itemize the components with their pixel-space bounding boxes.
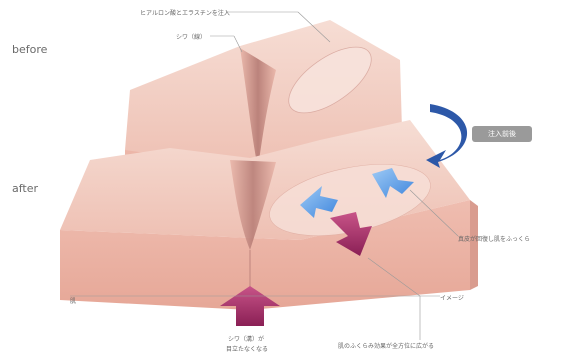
- bottom-right-annotation: 肌のふくらみ効果が全方位に広がる: [338, 341, 434, 350]
- after-side-face: [470, 200, 478, 290]
- after-label: after: [12, 182, 38, 195]
- status-badge: 注入前後: [472, 126, 532, 142]
- image-label: イメージ: [440, 293, 464, 302]
- wrinkle-annotation: シワ（線）: [176, 32, 206, 41]
- before-label: before: [12, 43, 47, 56]
- matrix-annotation: ヒアルロン酸とエラスチンを注入: [140, 8, 230, 17]
- bottom-center-annotation-1: シワ（溝）が: [228, 334, 264, 343]
- push-annotation: 真皮が回復し肌をふっくら: [458, 234, 530, 243]
- rotate-arrow-icon: [426, 104, 467, 168]
- bottom-center-annotation-2: 目立たなくなる: [226, 344, 268, 353]
- skin-label: 肌: [70, 296, 76, 305]
